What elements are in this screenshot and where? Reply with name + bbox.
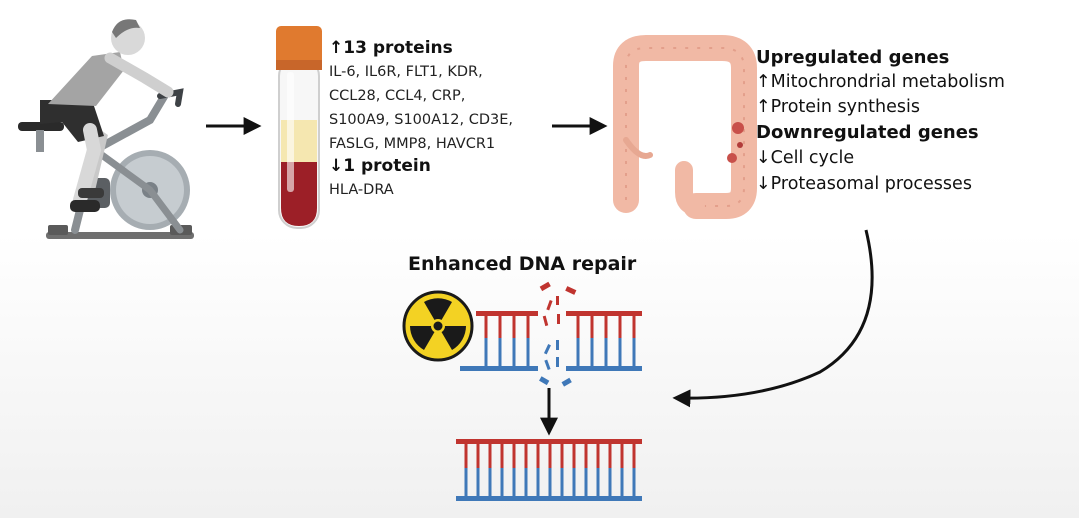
protein-list-line: S100A9, S100A12, CD3E, (329, 112, 513, 128)
protein-list-line: IL-6, IL6R, FLT1, KDR, (329, 64, 483, 80)
gene-list-item: ↓Cell cycle (756, 148, 855, 168)
protein-list-line: CCL28, CCL4, CRP, (329, 88, 466, 104)
person-exercise-bike-icon (18, 19, 194, 239)
upregulated-proteins-header: ↑13 proteins (329, 38, 453, 58)
protein-list-line: FASLG, MMP8, HAVCR1 (329, 136, 496, 152)
gene-list-item: ↓Proteasomal processes (756, 174, 972, 194)
protein-list-line: HLA-DRA (329, 182, 394, 198)
downregulated-genes-header: Downregulated genes (756, 122, 979, 143)
gene-list-item: ↑Mitochrondrial metabolism (756, 72, 1005, 92)
gene-list-item: ↑Protein synthesis (756, 97, 920, 117)
upregulated-genes-header: Upregulated genes (756, 47, 950, 68)
downregulated-proteins-header: ↓1 protein (329, 156, 431, 176)
dna-repair-title: Enhanced DNA repair (408, 253, 637, 275)
